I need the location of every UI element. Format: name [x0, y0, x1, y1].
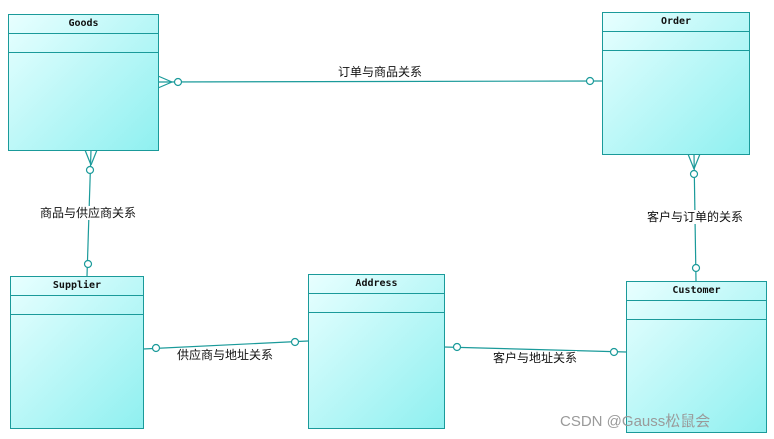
supplier-address-circle-right: [290, 337, 300, 347]
order-customer-crowsfoot-2: [693, 153, 701, 170]
order-customer-circle-bottom: [691, 263, 701, 273]
entity-goods-title: Goods: [9, 15, 158, 34]
supplier-address-line: [142, 340, 309, 350]
label-goods-supplier: 商品与供应商关系: [40, 206, 137, 220]
address-customer-line: [443, 346, 627, 353]
entity-supplier-title: Supplier: [11, 277, 143, 296]
order-customer-crowsfoot-1: [687, 153, 695, 170]
goods-supplier-crowsfoot-1: [84, 149, 92, 166]
entity-goods-attributes: [9, 34, 158, 53]
entity-supplier[interactable]: Supplier: [10, 276, 144, 429]
order-customer-circle-top: [689, 169, 699, 179]
goods-crowsfoot-2: [157, 81, 173, 89]
goods-supplier-circle-bottom: [83, 259, 93, 269]
entity-supplier-attributes: [11, 296, 143, 315]
goods-order-line: [157, 80, 603, 83]
goods-supplier-circle-top: [85, 165, 95, 175]
entity-address-title: Address: [309, 275, 444, 294]
watermark: CSDN @Gauss松鼠会: [560, 413, 711, 430]
entity-order[interactable]: Order: [602, 12, 750, 155]
entity-address-attributes: [309, 294, 444, 313]
goods-crowsfoot-1: [157, 75, 173, 83]
entity-order-attributes: [603, 32, 749, 51]
address-customer-circle-left: [452, 342, 462, 352]
label-supplier-address: 供应商与地址关系: [177, 348, 274, 362]
goods-order-circle-right: [585, 76, 595, 86]
entity-order-title: Order: [603, 13, 749, 32]
entity-customer-title: Customer: [627, 282, 766, 301]
supplier-address-circle-left: [151, 343, 161, 353]
label-order-customer: 客户与订单的关系: [647, 210, 744, 224]
goods-order-circle-left: [173, 77, 183, 87]
entity-customer-attributes: [627, 301, 766, 320]
entity-address[interactable]: Address: [308, 274, 445, 429]
address-customer-circle-right: [609, 347, 619, 357]
entity-customer[interactable]: Customer: [626, 281, 767, 433]
label-address-customer: 客户与地址关系: [493, 351, 578, 365]
goods-supplier-crowsfoot-2: [90, 149, 98, 166]
label-goods-order: 订单与商品关系: [338, 65, 423, 79]
entity-goods[interactable]: Goods: [8, 14, 159, 151]
